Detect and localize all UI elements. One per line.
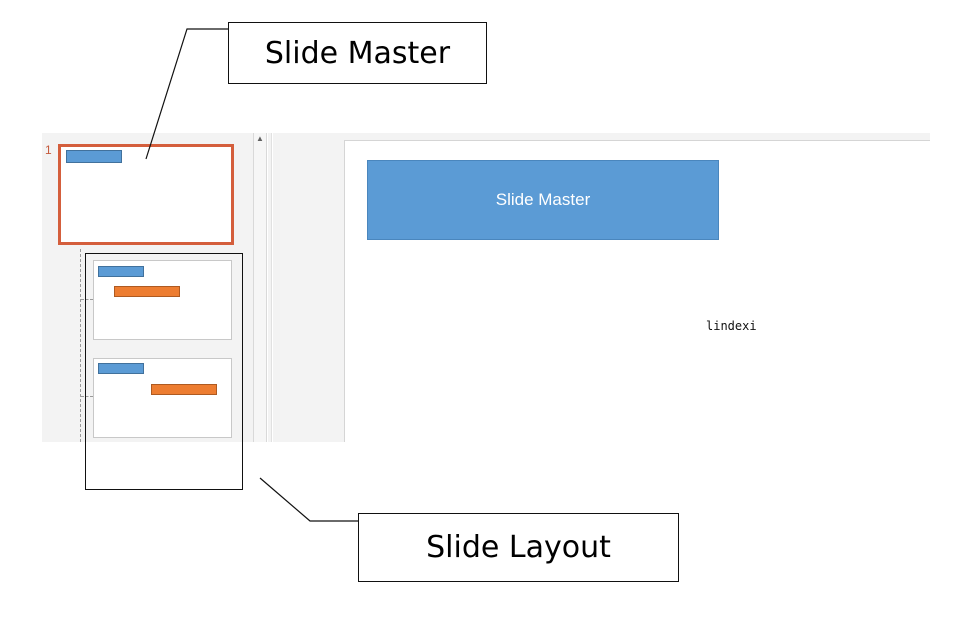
slide-layout-callout-text: Slide Layout bbox=[426, 530, 611, 565]
layout-tree-connector bbox=[81, 299, 93, 300]
layout-thumb-text-placeholder bbox=[151, 384, 217, 395]
master-thumb-title-placeholder bbox=[66, 150, 122, 163]
layout-thumb-title-placeholder bbox=[98, 266, 144, 277]
thumbnail-scrollbar[interactable] bbox=[253, 133, 267, 442]
slide-master-leader-line bbox=[145, 28, 228, 160]
slide-layout-thumbnail[interactable] bbox=[93, 260, 232, 340]
slide-layout-callout: Slide Layout bbox=[358, 513, 679, 582]
slide-layout-highlight-frame bbox=[85, 253, 243, 490]
slide-master-callout-text: Slide Master bbox=[264, 35, 451, 71]
slide-layout-thumbnail[interactable] bbox=[93, 358, 232, 438]
slide-body-text[interactable]: lindexi bbox=[706, 319, 757, 333]
layout-tree-connector bbox=[81, 396, 93, 397]
pane-splitter[interactable] bbox=[268, 133, 272, 442]
layout-thumb-text-placeholder bbox=[114, 286, 180, 297]
layout-tree-line bbox=[80, 249, 81, 442]
slide-number: 1 bbox=[45, 143, 52, 157]
scroll-up-arrow-icon[interactable]: ▲ bbox=[256, 134, 264, 143]
slide-master-thumbnail[interactable] bbox=[58, 144, 234, 245]
layout-thumb-title-placeholder bbox=[98, 363, 144, 374]
slide-layout-leader-line bbox=[259, 477, 358, 522]
slide-master-callout: Slide Master bbox=[228, 22, 487, 84]
slide-title-placeholder[interactable]: Slide Master bbox=[367, 160, 719, 240]
slide-title-text: Slide Master bbox=[495, 190, 591, 209]
